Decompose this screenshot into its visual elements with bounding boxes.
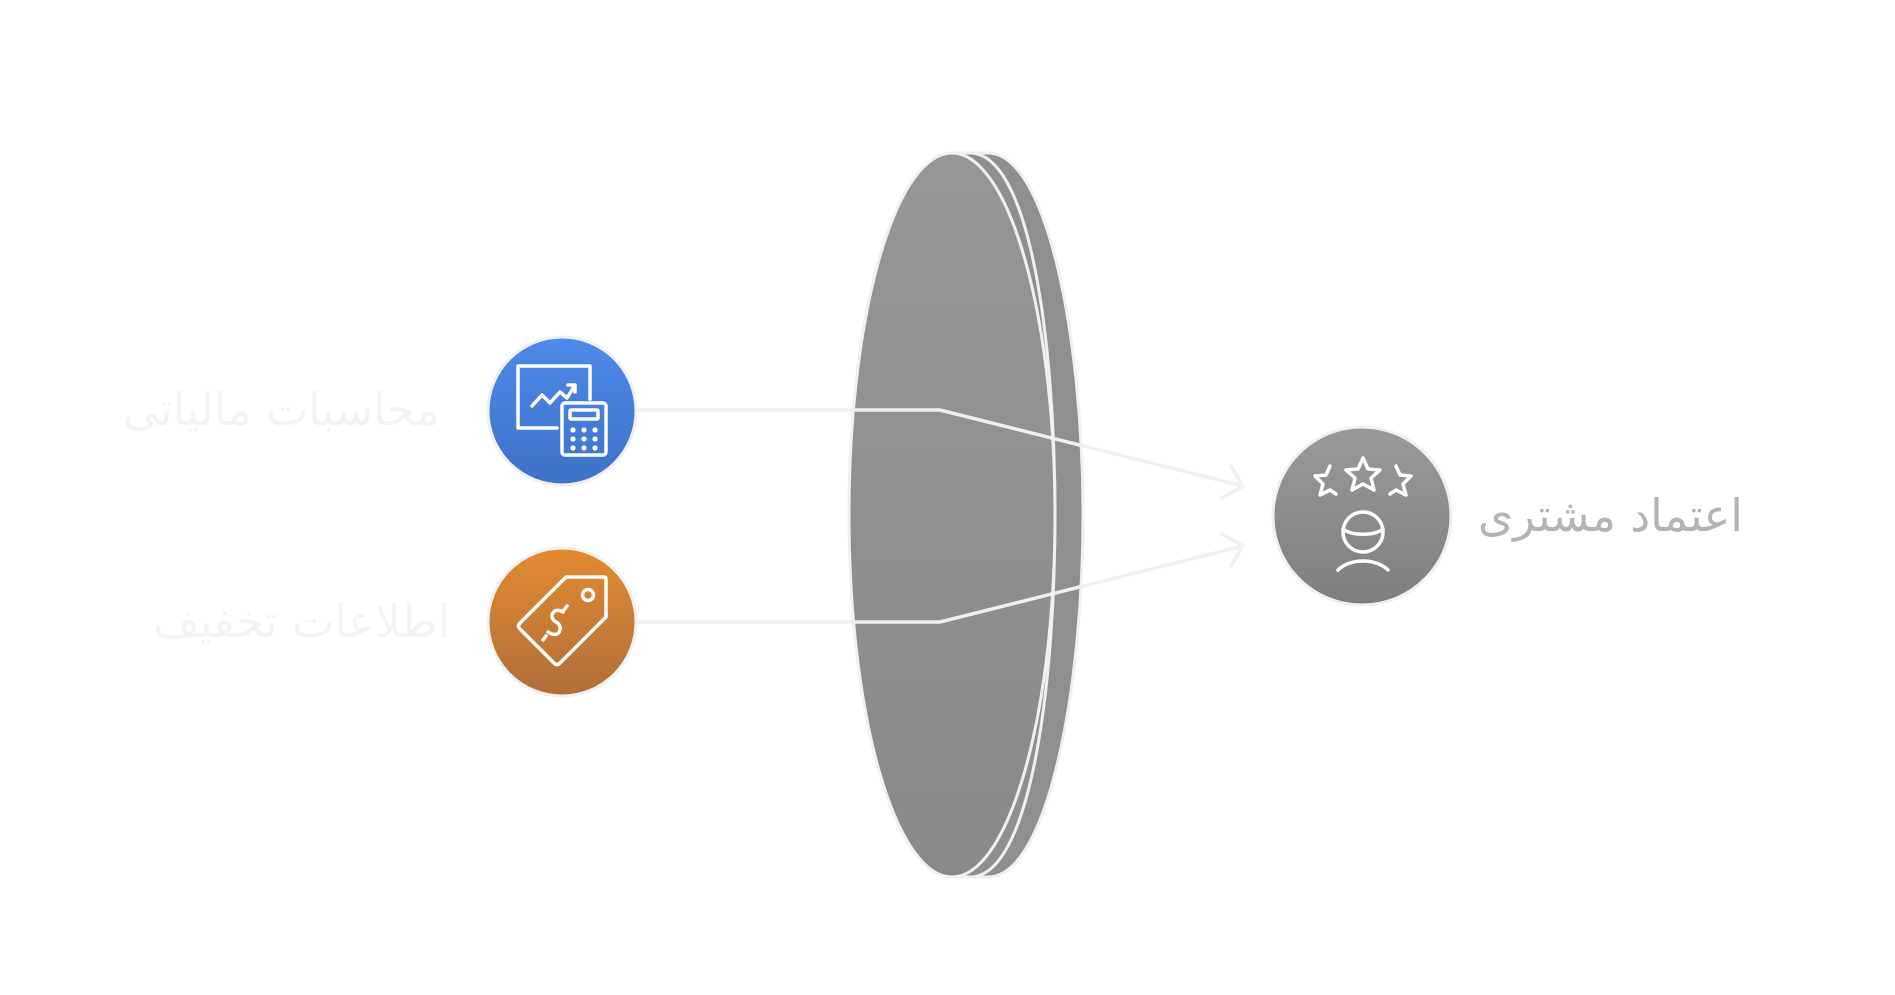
calculator-chart-icon bbox=[516, 364, 608, 457]
input-label-tax: محاسبات مالیاتی bbox=[122, 383, 440, 436]
connectors bbox=[634, 408, 1245, 624]
arrowhead-discount bbox=[1220, 532, 1245, 568]
lens-front-face bbox=[847, 151, 1057, 879]
output-label-trust: اعتماد مشتری bbox=[1478, 489, 1743, 542]
input-label-discount: اطلاعات تخفیف bbox=[153, 595, 450, 648]
price-tag-icon bbox=[516, 575, 608, 667]
input-node-discount bbox=[486, 546, 638, 698]
node-circle bbox=[486, 546, 638, 698]
arrowhead-tax bbox=[1220, 464, 1245, 500]
connector-tax bbox=[634, 408, 1245, 488]
lens bbox=[847, 151, 1085, 879]
output-node-trust bbox=[1271, 425, 1453, 607]
customer-rating-icon bbox=[1313, 456, 1413, 572]
input-node-tax bbox=[486, 335, 638, 487]
connector-discount bbox=[634, 544, 1245, 624]
node-circle bbox=[1271, 425, 1453, 607]
